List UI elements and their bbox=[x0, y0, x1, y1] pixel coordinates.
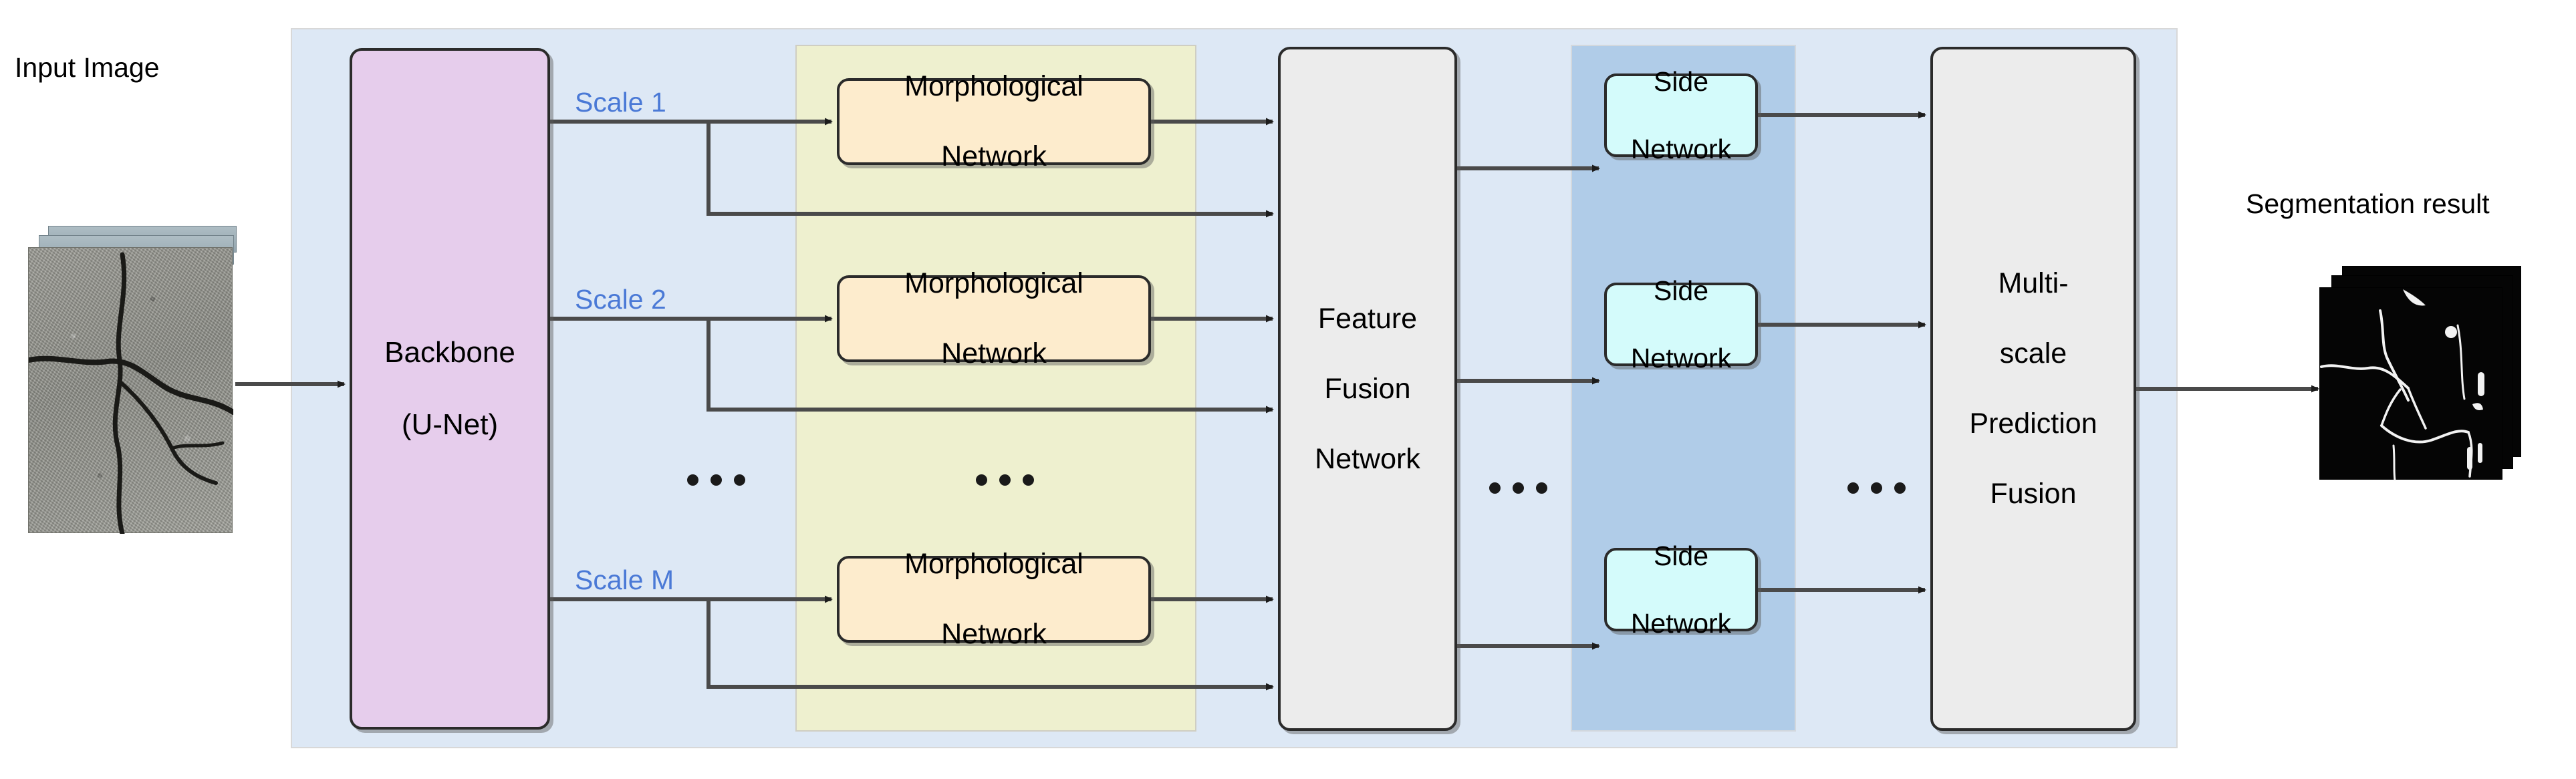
ellipsis-dot bbox=[1513, 482, 1524, 494]
input-image-caption: Input Image bbox=[15, 52, 160, 83]
scale-label-1: Scale 1 bbox=[575, 87, 666, 118]
input-image-thumbnail bbox=[25, 226, 246, 540]
ellipsis-dot bbox=[734, 474, 745, 486]
ellipsis-dot bbox=[1489, 482, 1501, 494]
ellipsis-dot bbox=[711, 474, 722, 486]
segmentation-sheet-1 bbox=[2319, 287, 2502, 480]
segmentation-result-caption: Segmentation result bbox=[2246, 188, 2490, 219]
ellipsis-dot bbox=[687, 474, 698, 486]
pipeline-container bbox=[291, 28, 2178, 748]
ellipsis-scales bbox=[687, 474, 745, 486]
scale-label-2: Scale 2 bbox=[575, 284, 666, 315]
backbone-node[interactable]: Backbone(U-Net) bbox=[350, 48, 550, 730]
scale-label-m: Scale M bbox=[575, 565, 674, 595]
ellipsis-morphological bbox=[976, 474, 1034, 486]
ellipsis-dot bbox=[1894, 482, 1906, 494]
ellipsis-dot bbox=[1536, 482, 1547, 494]
segmentation-result-thumbnail bbox=[2318, 266, 2539, 486]
ellipsis-fusion-to-side bbox=[1489, 482, 1547, 494]
ellipsis-dot bbox=[1023, 474, 1034, 486]
ellipsis-dot bbox=[1847, 482, 1859, 494]
ellipsis-dot bbox=[1871, 482, 1882, 494]
input-image-crack-overlay bbox=[29, 252, 233, 534]
ellipsis-dot bbox=[976, 474, 987, 486]
backbone-label: Backbone(U-Net) bbox=[384, 336, 515, 441]
ellipsis-side-to-prediction bbox=[1847, 482, 1906, 494]
input-image-sheet-1 bbox=[28, 247, 233, 534]
segmentation-crack-overlay bbox=[2320, 289, 2484, 480]
ellipsis-dot bbox=[999, 474, 1011, 486]
